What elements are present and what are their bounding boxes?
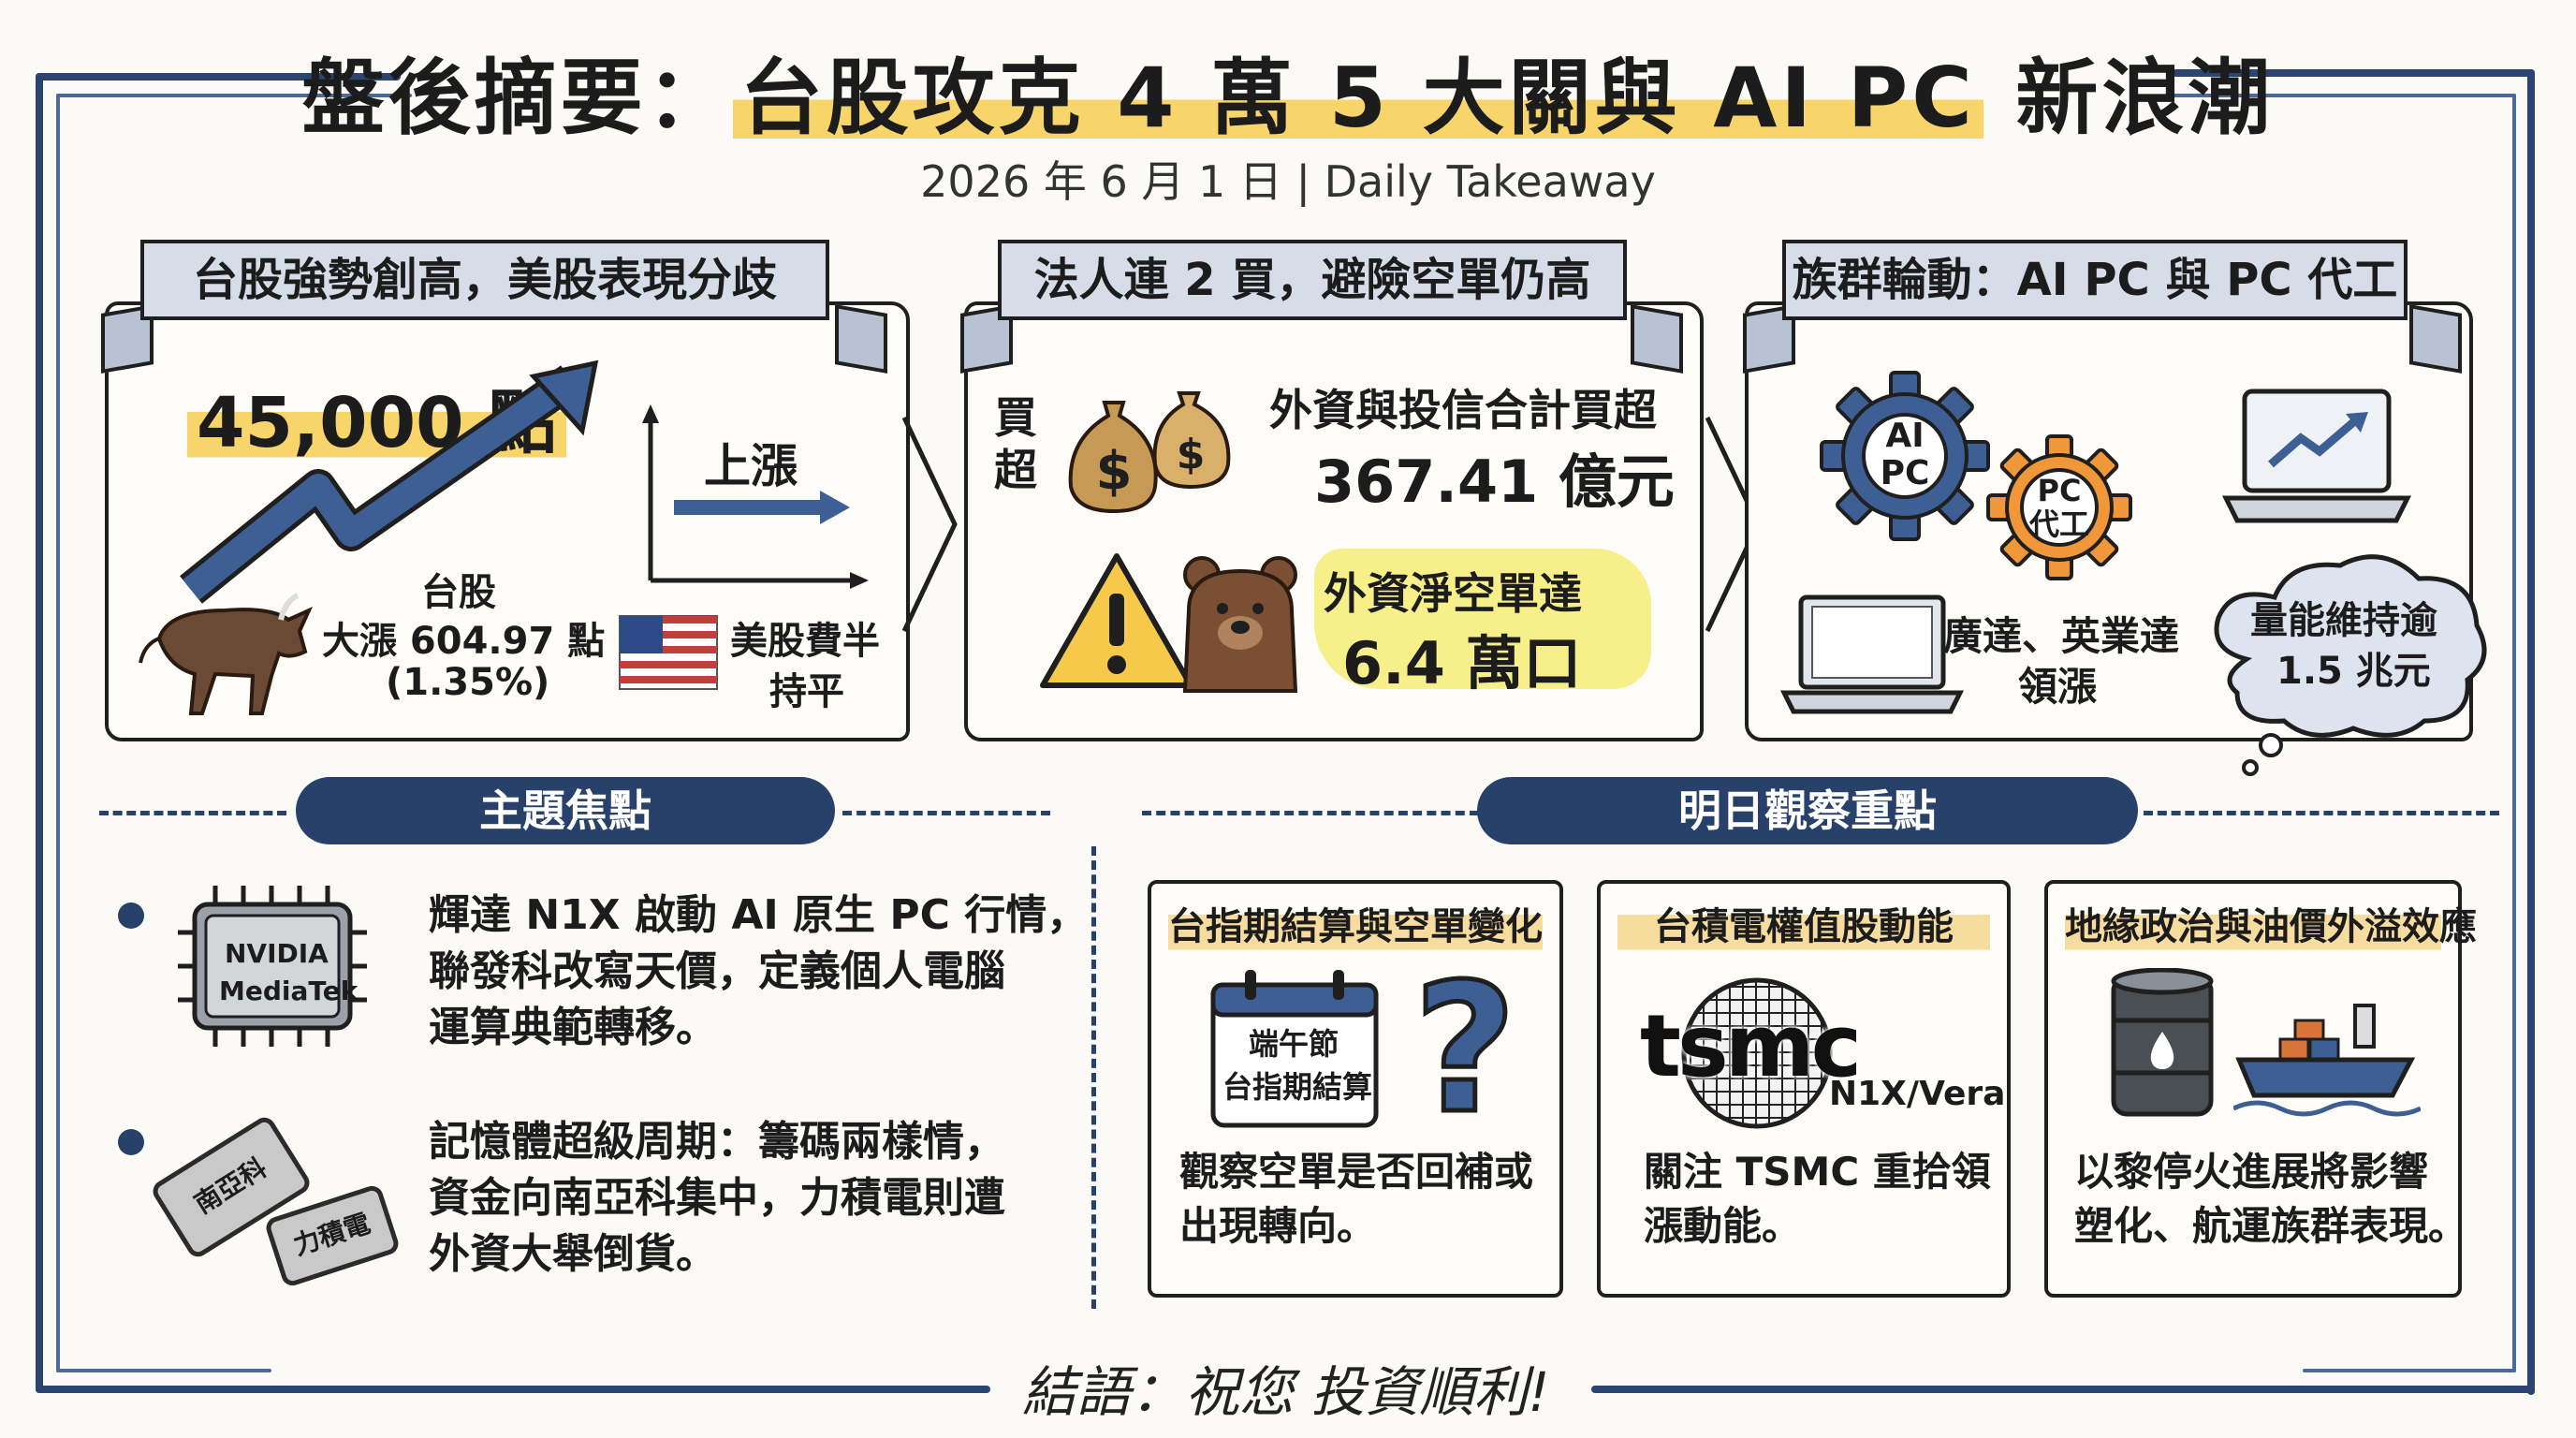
divider-vertical [1091,846,1096,1309]
focus-pill: 主題焦點 [296,777,835,844]
focus-item-2-line-2: 資金向南亞科集中，力積電則遭 [429,1174,1005,1222]
rise-label: 上漲 [704,439,798,493]
chip-label-1: NVIDIA [225,938,329,969]
gear-odm-label-1: PC [2037,473,2082,508]
us-status: 持平 [769,670,844,713]
bear-icon [1182,556,1298,693]
gear-ai-label-2: PC [1880,454,1930,492]
divider-right-1 [1142,811,1479,815]
us-label: 美股費半 [730,620,880,663]
buy-label-2: 超 [994,445,1037,495]
short-text: 外資淨空單達 [1324,568,1582,619]
volume-text: 量能維持逾 [2250,599,2437,642]
watch-card-2-title: 台積電權值股動能 [1617,897,1990,957]
cargo-ship-icon [2233,1004,2421,1117]
question-icon: ? [1411,944,1518,1155]
watch-card-3-line-1: 以黎停火進展將影響 [2074,1149,2429,1195]
warning-icon [1040,553,1193,688]
tw-change-percent: (1.35%) [386,661,550,704]
bullet-1 [118,902,144,929]
watch-card-2-line-2: 漲動能。 [1644,1203,1802,1249]
leaders-text: 廣達、英業達 [1943,613,2180,659]
buy-text: 外資與投信合計買超 [1269,385,1657,435]
focus-item-2-line-3: 外資大舉倒貨。 [429,1230,717,1278]
tsmc-tag: N1X/Vera [1829,1075,2006,1113]
panel-arrow-right-icon [901,416,958,633]
ribbon-institutional: 法人連 2 買，避險空單仍高 [998,240,1627,320]
us-flag-icon [619,615,718,690]
watch-card-3-line-2: 塑化、航運族群表現。 [2074,1203,2468,1249]
watch-card-2-line-1: 關注 TSMC 重拾領 [1644,1149,1991,1195]
calendar-line-2: 台指期結算 [1222,1069,1373,1105]
divider-left-1 [99,811,286,815]
title-prefix: 盤後摘要： [301,50,733,146]
tw-change: 大漲 604.97 點 [322,620,606,663]
focus-item-1-line-2: 聯發科改寫天價，定義個人電腦 [429,947,1005,995]
chip-label-2: MediaTek [219,976,359,1006]
page-title: 盤後摘要：台股攻克 4 萬 5 大關與 AI PC 新浪潮 [0,32,2576,151]
closing-remark: 結語：祝您 投資順利! [1022,1360,1550,1424]
page-subtitle: 2026 年 6 月 1 日 | Daily Takeaway [920,156,1656,207]
svg-text:$: $ [1096,441,1133,502]
laptop-icon [1779,594,1965,714]
title-suffix: 新浪潮 [1983,50,2275,146]
divider-left-2 [842,811,1050,815]
watch-card-3-title: 地緣政治與油價外溢效應 [2065,897,2477,957]
tw-label: 台股 [421,571,496,614]
bullet-2 [118,1129,144,1155]
short-amount: 6.4 萬口 [1342,629,1582,697]
money-bag-icon: $ $ [1068,391,1231,514]
ribbon-sector-rotation: 族群輪動：AI PC 與 PC 代工 [1782,240,2408,320]
title-highlight: 台股攻克 4 萬 5 大關與 AI PC [732,50,1983,146]
buy-label-1: 買 [994,392,1037,443]
rising-chart-arrow-icon [180,360,599,604]
memory-label-1: 南亞科 [188,1152,272,1220]
cloud-icon [2214,554,2487,776]
watch-card-1-line-1: 觀察空單是否回補或 [1179,1149,1534,1195]
buy-amount: 367.41 億元 [1314,448,1675,516]
svg-text:$: $ [1177,431,1206,478]
gear-icon [1820,371,1990,541]
focus-item-1-line-1: 輝達 N1X 啟動 AI 原生 PC 行情， [429,891,1089,939]
divider-right-2 [2144,811,2499,815]
gear-odm-label-2: 代工 [2028,506,2089,542]
short-highlight [1314,549,1651,689]
tsmc-logo: tsmc [1640,996,1862,1096]
leaders-status: 領漲 [2018,664,2098,710]
gear-ai-label-1: AI [1885,417,1925,455]
chip-icon [178,886,367,1047]
focus-item-2-line-1: 記憶體超級周期：籌碼兩樣情， [429,1118,1005,1166]
calendar-line-1: 端午節 [1249,1026,1339,1062]
gear-icon-2 [1986,434,2132,580]
focus-item-1-line-3: 運算典範轉移。 [429,1004,717,1051]
bull-icon [139,593,314,715]
memory-label-2: 力積電 [289,1207,374,1262]
watch-card-1-line-2: 出現轉向。 [1179,1203,1377,1249]
oil-barrel-icon [2111,968,2214,1117]
calendar-icon [1210,970,1379,1128]
watch-pill: 明日觀察重點 [1477,777,2138,844]
tsmc-wafer-icon [1681,977,1833,1129]
volume-amount: 1.5 兆元 [2276,650,2431,693]
watch-card-1-title: 台指期結算與空單變化 [1168,897,1543,957]
laptop-chart-icon [2221,389,2412,523]
axis-icon [642,404,869,589]
ribbon-market-summary: 台股強勢創高，美股表現分歧 [140,240,829,320]
